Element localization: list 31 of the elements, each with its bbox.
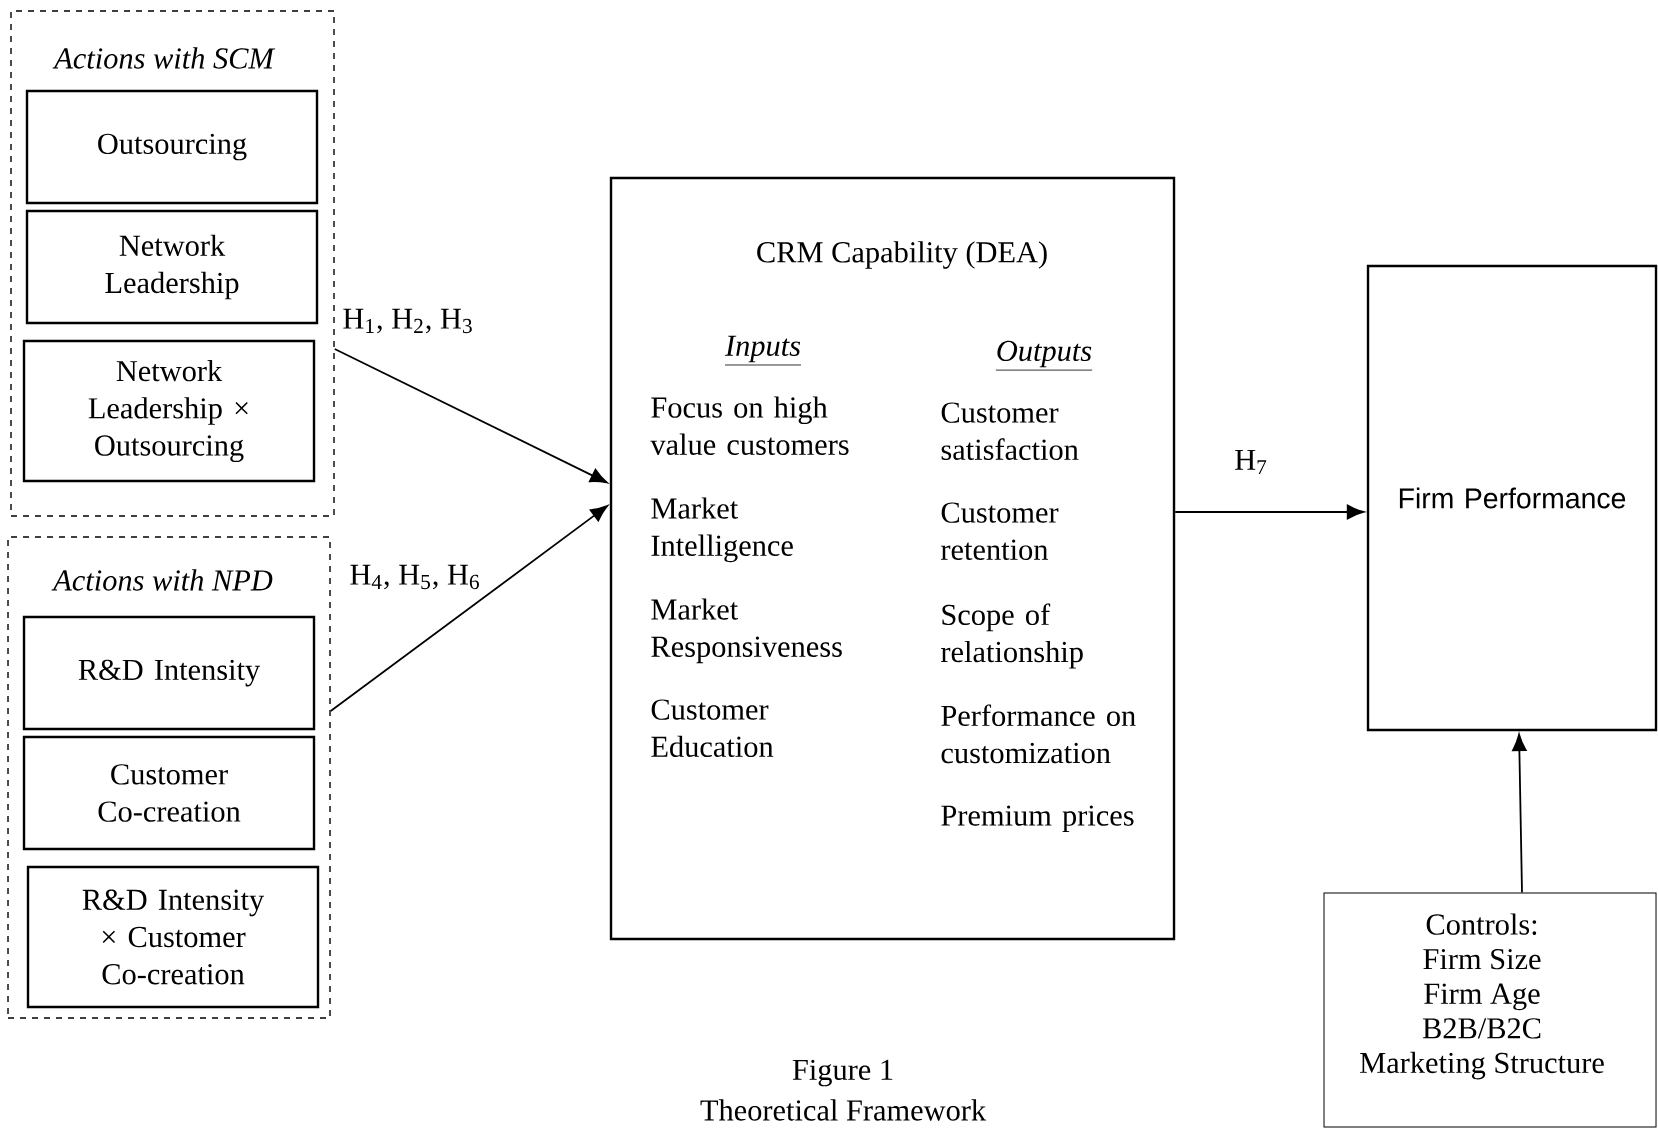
concept-box: R&D Intensity: [22, 615, 316, 731]
edge-label: H$_{4}$, H$_{5}$, H$_{6}$: [347, 562, 483, 592]
list-item: Customer retention: [941, 502, 1059, 560]
list-item: Customer Education: [651, 699, 774, 757]
column-heading: Outputs: [995, 340, 1093, 371]
concept-box: R&D Intensity × Customer Co-creation: [26, 865, 320, 1009]
column-heading: Inputs: [724, 335, 802, 366]
arrow: [1512, 733, 1527, 894]
box-heading: CRM Capability (DEA): [757, 241, 1047, 269]
list-item: Focus on high value customers: [650, 396, 849, 455]
figure-title: Theoretical Framework: [700, 1099, 987, 1121]
concept-box: Network Leadership: [25, 209, 319, 325]
group-heading: Actions with SCM: [52, 47, 276, 69]
edge-label: H$_{7}$: [1232, 447, 1270, 477]
arrow: [1174, 504, 1365, 520]
figure-number: Figure 1: [792, 1059, 893, 1087]
arrow: [333, 348, 608, 484]
concept-box: Firm Performance: [1366, 264, 1658, 732]
list-item: Premium prices: [941, 805, 1134, 832]
list-item: Scope of relationship: [941, 603, 1083, 669]
group-heading: Actions with NPD: [51, 569, 273, 591]
controls-box: Controls: Firm Size Firm Age B2B/B2C Marketing Structure: [1323, 892, 1657, 1128]
concept-box: Network Leadership × Outsourcing: [22, 339, 316, 483]
concept-box: Customer Co-creation: [22, 735, 316, 851]
list-item: Market Responsiveness: [651, 598, 842, 664]
list-item: Customer satisfaction: [941, 402, 1079, 460]
list-item: Market Intelligence: [651, 497, 793, 563]
list-item: Performance on customization: [941, 704, 1136, 764]
arrow: [329, 505, 608, 712]
concept-box: Outsourcing: [25, 89, 319, 205]
edge-label: H$_{1}$, H$_{2}$, H$_{3}$: [340, 306, 476, 336]
